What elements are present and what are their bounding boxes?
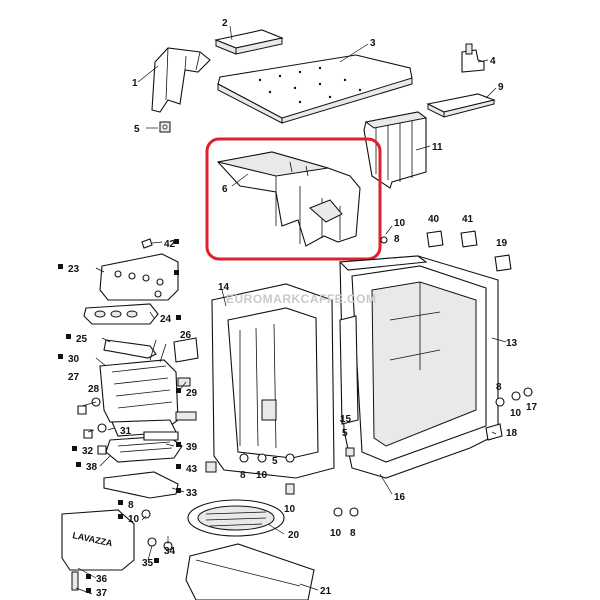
part-side-strip	[339, 315, 359, 425]
callout-30: 30	[68, 354, 80, 365]
callout-16: 16	[394, 492, 406, 503]
part-screws-right	[380, 236, 533, 407]
callout-39: 39	[186, 442, 198, 453]
callout-35: 35	[142, 558, 154, 569]
part-lower-strip	[103, 471, 179, 499]
part-button-strip	[83, 303, 159, 325]
part-screws-bottom-left	[141, 509, 173, 551]
callout-8c: 8	[496, 382, 502, 393]
callout-23: 23	[68, 264, 80, 275]
leader-lines	[75, 25, 507, 595]
callout-43: 43	[186, 464, 198, 475]
callout-5: 5	[134, 124, 140, 135]
part-nut	[159, 121, 171, 133]
part-foot	[485, 423, 503, 441]
callout-8d: 8	[128, 500, 134, 511]
part-drip-tray	[185, 543, 315, 600]
callout-32: 32	[82, 446, 94, 457]
callout-10d: 10	[284, 504, 296, 515]
part-markers	[58, 239, 181, 593]
callout-37: 37	[96, 588, 108, 599]
callout-labels: 1 2 3 4 5 9 11 6 10 8 40 41 19 42 23 14 …	[68, 18, 538, 599]
callout-14: 14	[218, 282, 230, 293]
part-clip	[461, 43, 485, 73]
part-drip-tray-grid	[187, 499, 285, 537]
callout-10e: 10	[128, 514, 140, 525]
part-front-frame	[211, 283, 335, 479]
part-plate	[426, 93, 496, 118]
part-pin	[141, 238, 153, 249]
callout-10b: 10	[256, 470, 268, 481]
callout-13: 13	[506, 338, 518, 349]
callout-34: 34	[164, 546, 176, 557]
part-front-cover: LAVAZZA	[61, 509, 135, 591]
watermark: EUROMARKCAFFE.COM	[226, 292, 377, 306]
callout-31: 31	[120, 426, 132, 437]
callout-1: 1	[132, 78, 138, 89]
callout-5b: 5	[272, 456, 278, 467]
callout-3: 3	[370, 38, 376, 49]
callout-41: 41	[462, 214, 474, 225]
part-control-panel	[99, 253, 179, 301]
callout-36: 36	[96, 574, 108, 585]
callout-17: 17	[526, 402, 538, 413]
part-internal-bracket	[216, 151, 361, 247]
part-hinge-bracket	[151, 47, 211, 113]
callout-4: 4	[490, 56, 496, 67]
highlight-box	[205, 137, 382, 261]
callout-38: 38	[86, 462, 98, 473]
part-screws-middle	[239, 447, 359, 517]
callout-6: 6	[222, 184, 228, 195]
callout-27: 27	[68, 372, 80, 383]
part-top-cover	[217, 54, 413, 124]
callout-11: 11	[432, 142, 443, 153]
callout-10f: 10	[330, 528, 342, 539]
callout-8: 8	[394, 234, 400, 245]
part-screws-left	[77, 397, 107, 455]
callout-5c: 5	[342, 428, 348, 439]
callout-24: 24	[160, 314, 172, 325]
part-switch-assembly	[99, 339, 197, 427]
callout-15: 15	[340, 414, 352, 425]
callout-21: 21	[320, 586, 332, 597]
callout-40: 40	[428, 214, 440, 225]
callout-26: 26	[180, 330, 192, 341]
part-button-panel	[105, 431, 183, 463]
part-top-bracket	[214, 29, 284, 55]
callout-42: 42	[164, 239, 176, 250]
callout-10c: 10	[510, 408, 522, 419]
callout-2: 2	[222, 18, 228, 29]
callout-19: 19	[496, 238, 508, 249]
part-labels	[426, 230, 512, 272]
callout-18: 18	[506, 428, 518, 439]
callout-8e: 8	[350, 528, 356, 539]
callout-8b: 8	[240, 470, 246, 481]
part-clip-29	[177, 377, 191, 387]
callout-29: 29	[186, 388, 198, 399]
part-tag	[205, 461, 217, 473]
callout-9: 9	[498, 82, 504, 93]
part-lever	[103, 339, 157, 359]
part-small-bracket	[173, 337, 199, 363]
callout-25: 25	[76, 334, 88, 345]
callout-10: 10	[394, 218, 406, 229]
callout-20: 20	[288, 530, 300, 541]
part-main-housing	[338, 255, 499, 479]
callout-28: 28	[88, 384, 100, 395]
callout-33: 33	[186, 488, 198, 499]
